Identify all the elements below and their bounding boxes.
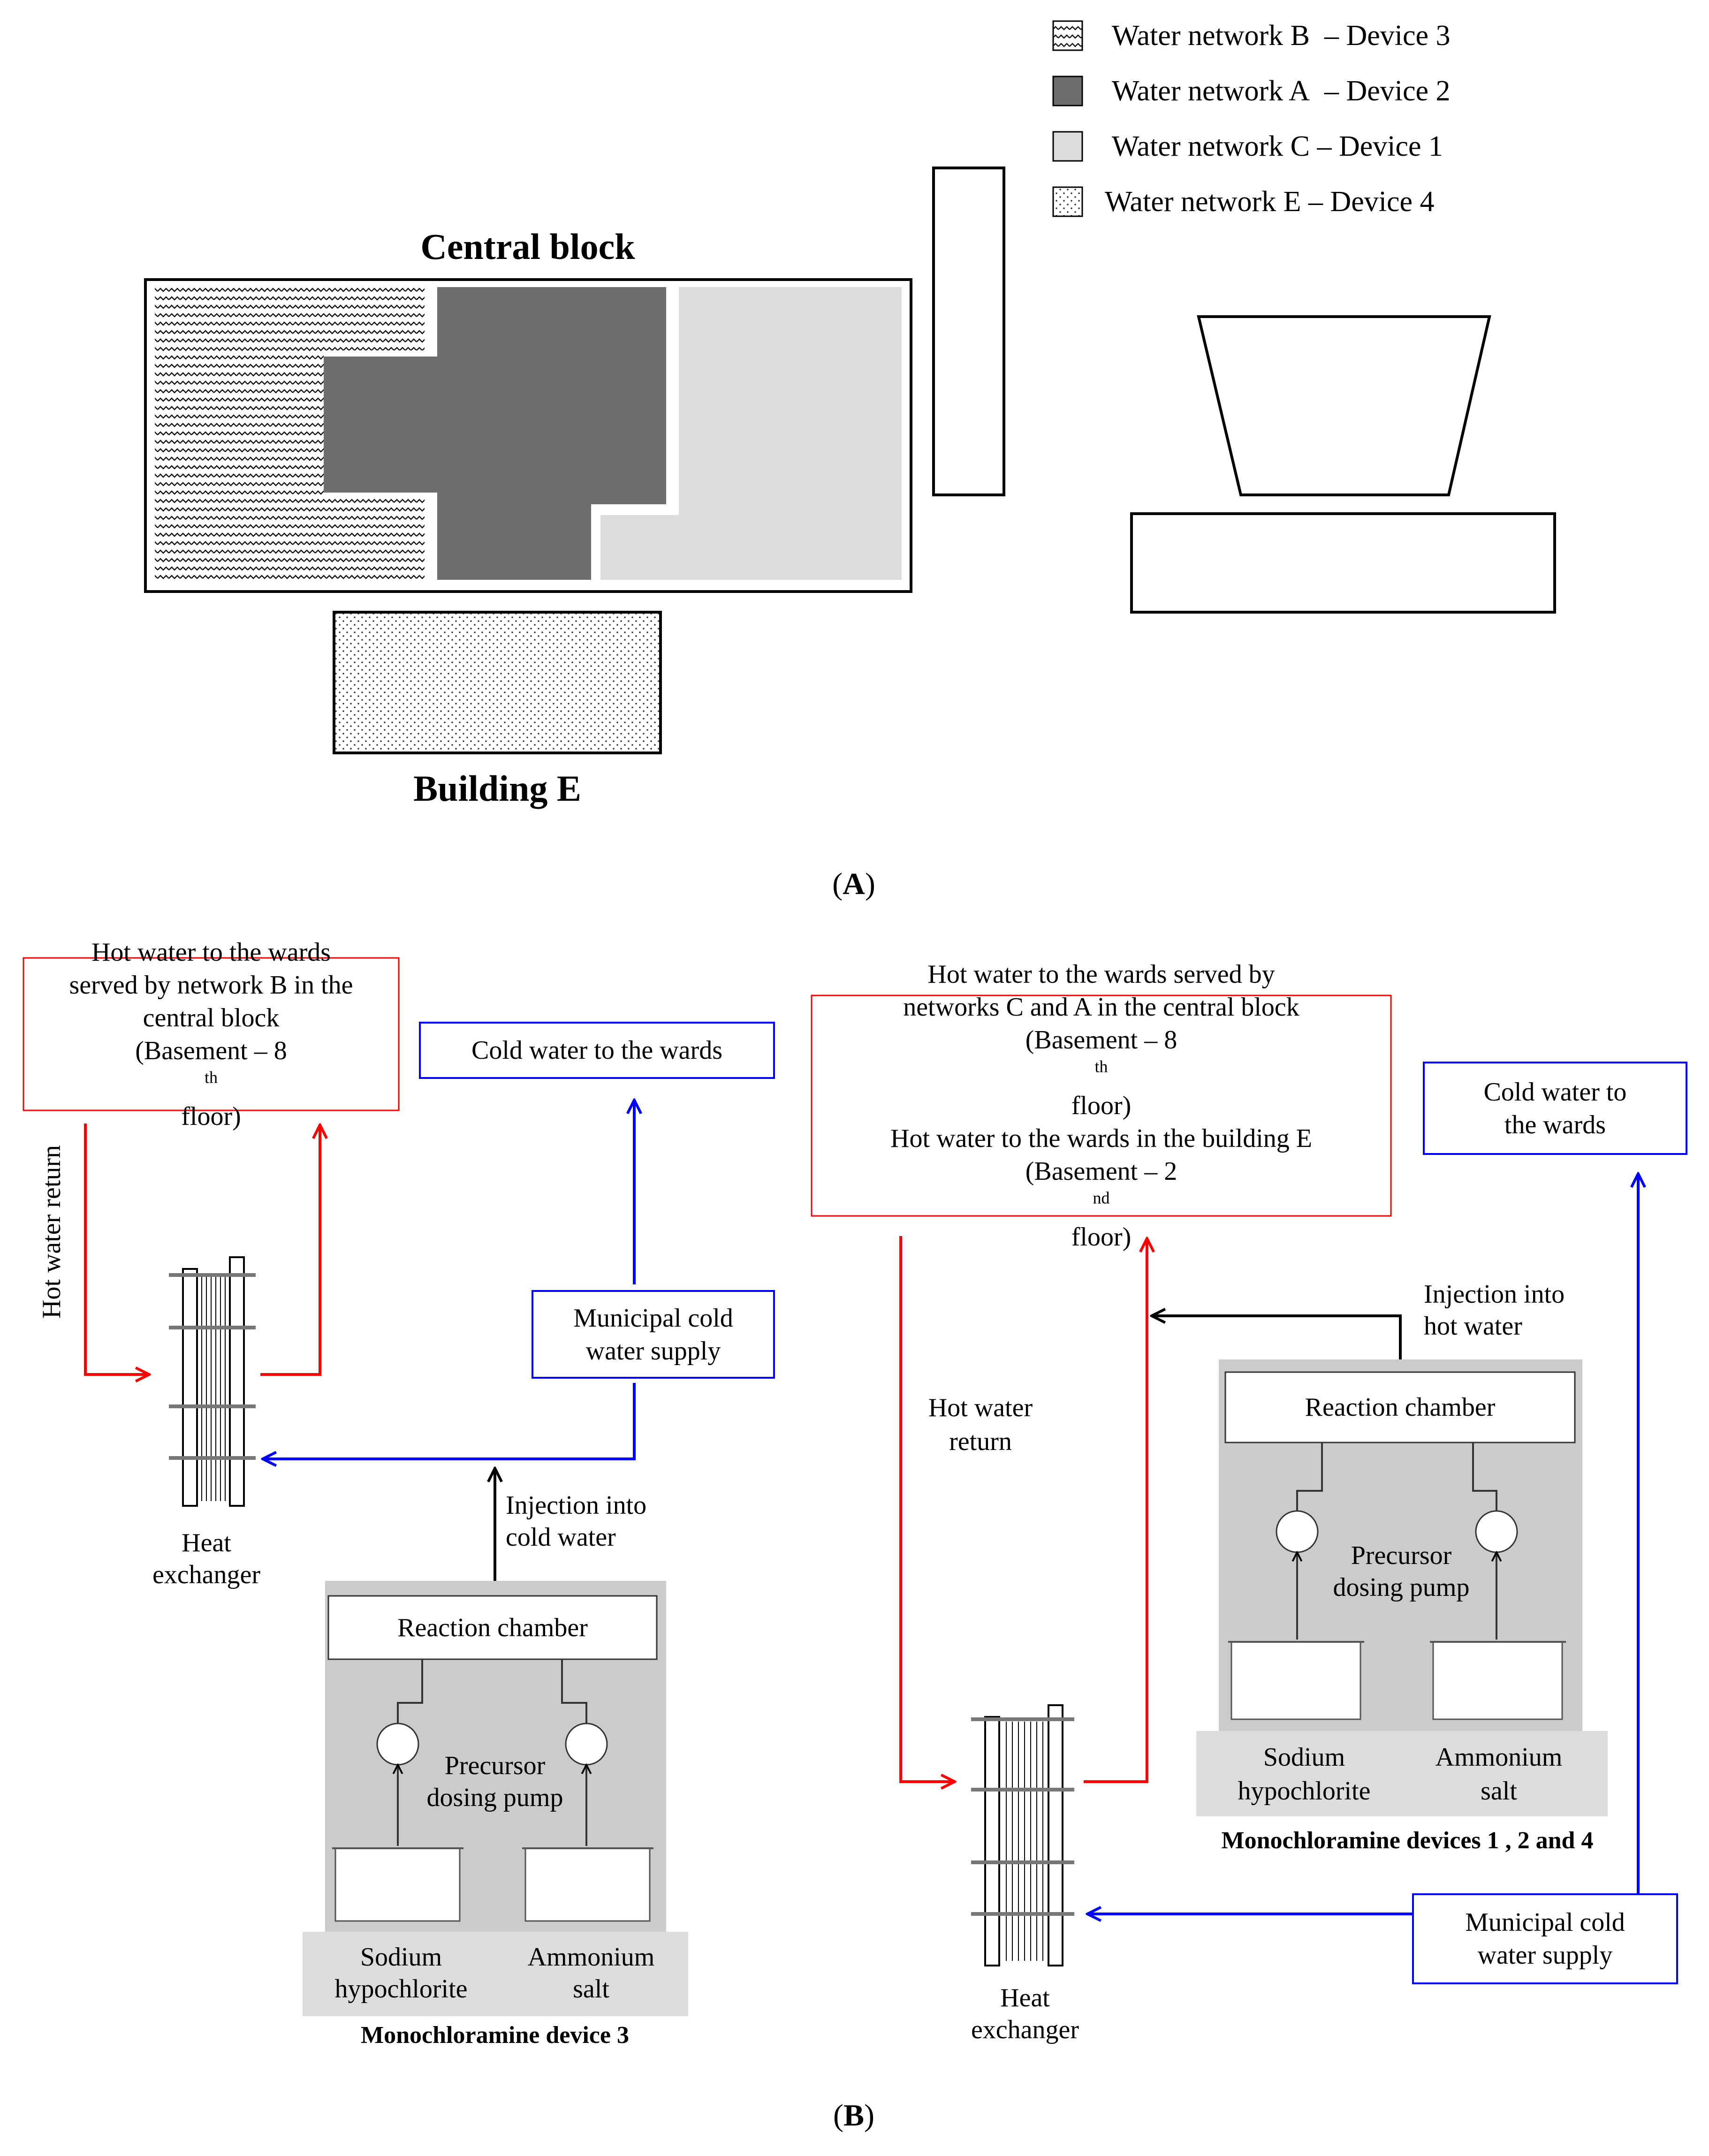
right-hot-supply-arrow [1084,1238,1147,1783]
left-pump-1 [376,1723,419,1766]
network-c-area [600,287,902,580]
central-block-title: Central block [420,226,635,267]
right-tank-2 [1432,1641,1563,1720]
legend-swatch-network-c [1052,131,1083,162]
legend-label-network-b: Water network B – Device 3 [1112,20,1451,52]
left-reaction-chamber-box [327,1595,658,1660]
narrow-building [932,167,1005,496]
building-e-title: Building E [413,768,581,809]
right-hot-wards-box [811,994,1392,1217]
right-tank-1 [1230,1641,1361,1720]
legend-swatch-network-b [1052,20,1083,51]
left-injection-label: Injection into cold water [506,1491,647,1552]
left-tank-1 [334,1847,461,1922]
right-injection-label: Injection into hot water [1424,1280,1565,1341]
left-tank1-label: Sodium hypochlorite [334,1943,468,2004]
building-e-area [333,611,662,754]
left-pump2-pipe [561,1659,587,1723]
right-reaction-chamber-text: Reaction chamber [1305,1393,1496,1422]
right-heat-exchanger-label: Heat exchanger [971,1983,1079,2044]
right-hot-return-arrow [899,1236,955,1782]
legend-label-network-c: Water network C – Device 1 [1112,130,1443,162]
right-pump2-pipe [1472,1442,1497,1511]
legend-label-network-a: Water network A – Device 2 [1112,75,1451,107]
legend-swatch-network-e [1052,186,1083,217]
legend-label-network-e: Water network E – Device 4 [1105,186,1435,218]
right-cold-wards-text: Cold water to the wards [1483,1077,1627,1139]
right-injection-arrow [1152,1316,1402,1359]
left-municipal-box [532,1290,775,1379]
left-hot-wards-box [23,957,400,1111]
right-tank1-label: Sodium hypochlorite [1238,1743,1371,1806]
right-device-base [1196,1731,1608,1816]
right-device-title: Monochloramine devices 1 , 2 and 4 [1221,1827,1594,1854]
left-tank2-label: Ammonium salt [527,1943,655,2004]
left-tank-2 [524,1847,651,1922]
left-cold-feed-arrow [263,1383,636,1459]
legend-swatch-network-a [1052,76,1083,106]
right-tank2-label: Ammonium salt [1435,1743,1563,1806]
right-cold-wards-box [1423,1062,1687,1155]
left-device-base [303,1932,688,2016]
left-hot-wards-text: Hot water to the wards served by network… [69,937,353,1131]
right-hot-wards-text: Hot water to the wards served by network… [890,960,1312,1252]
left-municipal-text: Municipal cold water supply [573,1303,733,1366]
left-hot-return-arrow [84,1124,149,1374]
panel-a-caption: (A) [832,867,875,901]
trapezoid-building [1197,315,1491,496]
right-municipal-text: Municipal cold water supply [1465,1908,1625,1970]
wide-building [1130,512,1556,614]
left-pump-label: Precursor dosing pump [426,1751,563,1812]
right-pump-label: Precursor dosing pump [1333,1541,1470,1602]
right-hot-return-label: Hot water return [928,1393,1033,1456]
network-b-area [155,287,425,580]
panel-b-caption: (B) [833,2098,874,2133]
left-cold-wards-text: Cold water to the wards [471,1036,722,1065]
left-hot-return-label: Hot water return [37,1145,66,1319]
right-heat-exchanger [971,1704,1074,1966]
left-cold-wards-box [419,1022,775,1079]
left-hot-supply-arrow [260,1125,320,1376]
left-reaction-chamber-text: Reaction chamber [397,1613,588,1642]
right-municipal-box [1412,1893,1678,1984]
right-reaction-chamber-box [1224,1371,1576,1443]
network-a-area [324,287,666,580]
left-pump1-pipe [397,1659,423,1723]
right-pump-1 [1276,1510,1319,1553]
right-pump1-pipe [1296,1442,1323,1511]
left-heat-exchanger [169,1256,256,1507]
left-device-title: Monochloramine device 3 [361,2022,629,2049]
left-heat-exchanger-label: Heat exchanger [152,1528,261,1589]
